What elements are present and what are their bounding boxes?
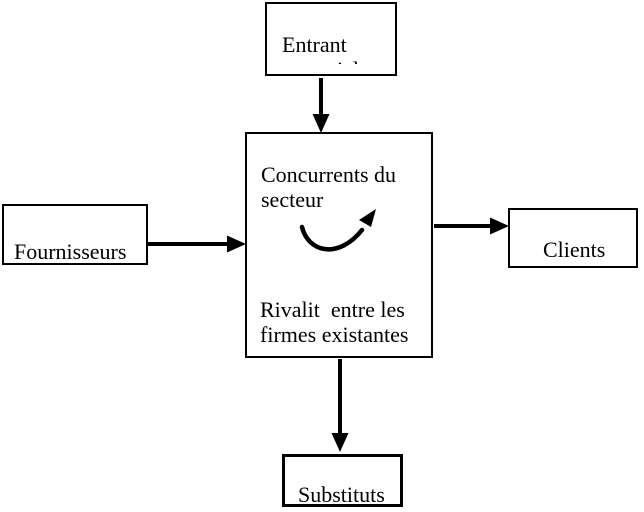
arrow-center-to-clients-icon [434,217,509,235]
entrants-label: Entrant [282,32,347,57]
substituts-label: Substituts [298,482,385,507]
arrow-center-to-substituts-icon [331,359,349,452]
box-clients: Clients [508,208,638,268]
entrants-text-clip: Entrant potentiels [267,4,395,64]
box-concurrents-secteur: Concurrents du secteur Rivalit entre les… [245,132,433,358]
entrants-label-clipped-line: potentiels [282,57,368,64]
arrow-fournisseurs-to-center-icon [148,235,246,253]
center-heading-label: Concurrents du secteur [261,162,397,212]
box-fournisseurs: Fournisseurs [2,204,148,265]
clients-label: Clients [543,237,606,262]
center-rivalry-label: Rivalit entre les firmes existantes [260,297,409,347]
fournisseurs-label: Fournisseurs [14,239,127,264]
box-entrants-potentiels: Entrant potentiels [265,2,397,76]
arrow-entrants-to-center-icon [312,78,330,133]
box-substituts: Substituts [282,454,403,507]
